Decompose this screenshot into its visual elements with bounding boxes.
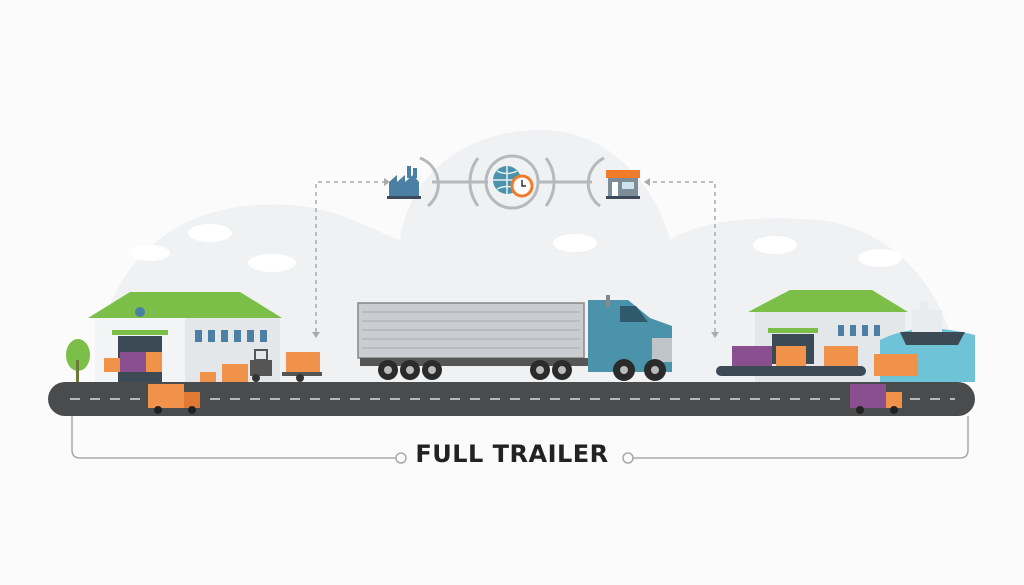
small-truck-left [148, 384, 200, 414]
caption-bracket [71, 416, 969, 464]
caption-title: FULL TRAILER [415, 440, 609, 468]
arrowheads [312, 178, 719, 338]
forklift-icon [250, 349, 322, 382]
clouds [130, 224, 902, 272]
truck-icon [357, 295, 672, 381]
globe-clock-icon [493, 166, 534, 198]
small-truck-right [850, 384, 902, 414]
factory-icon [387, 166, 421, 199]
dashed-connectors [315, 181, 716, 332]
warehouse-left [66, 292, 282, 382]
store-icon [606, 170, 640, 199]
process-flow [419, 154, 605, 210]
background-hills [95, 130, 960, 385]
ship-icon [874, 302, 975, 382]
